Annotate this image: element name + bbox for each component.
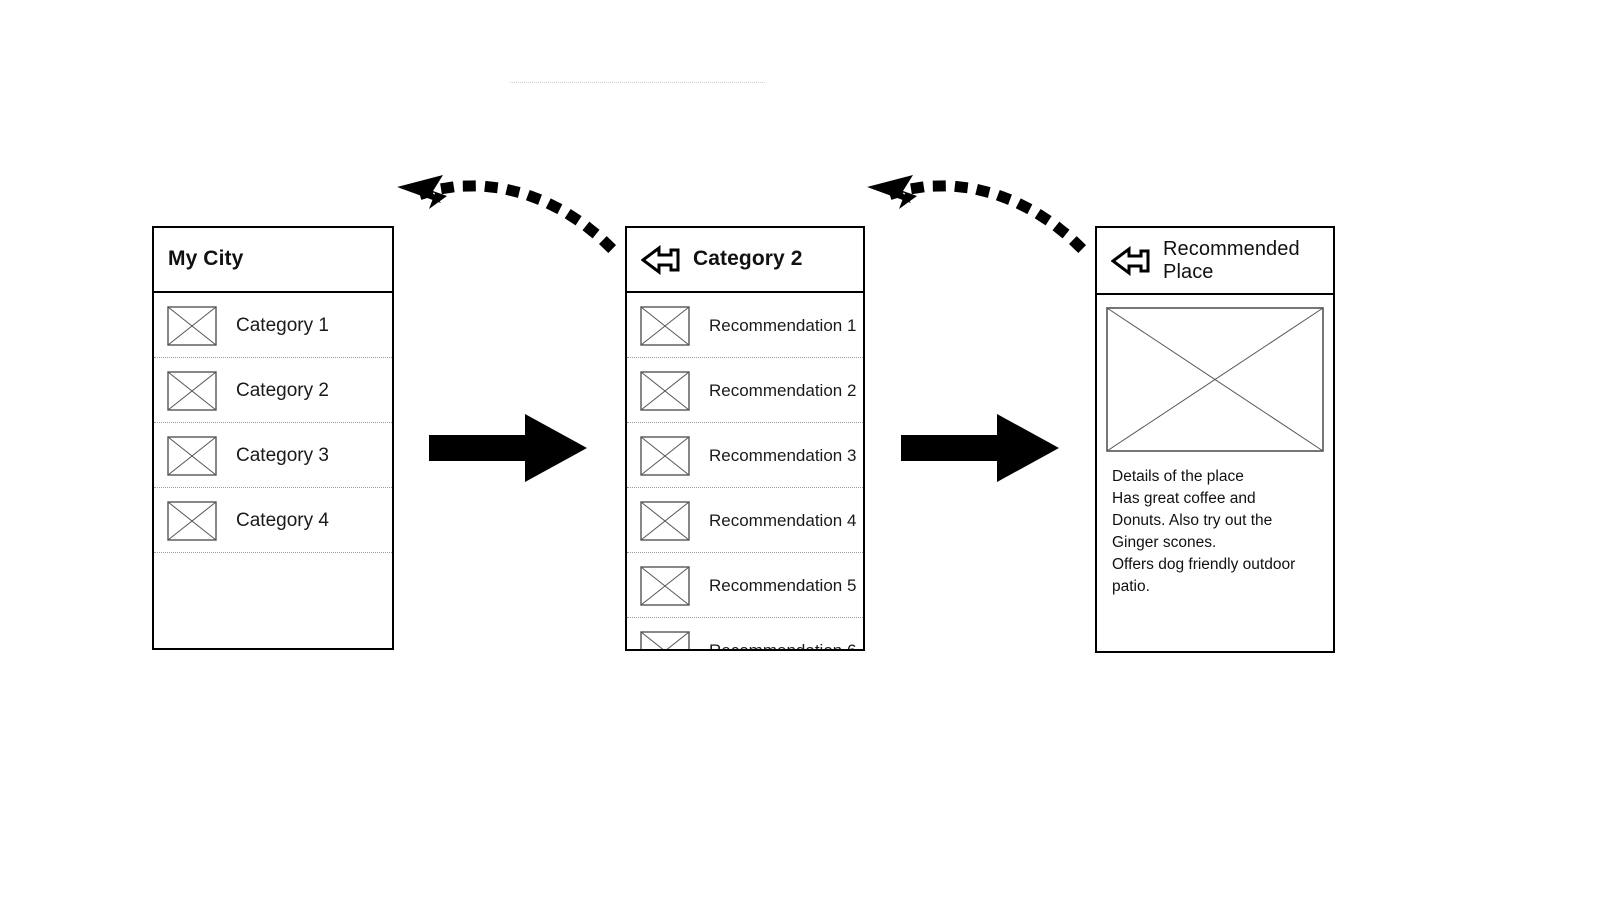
image-placeholder-icon: [640, 435, 690, 476]
list-item[interactable]: Recommendation 2: [627, 358, 863, 423]
list-item[interactable]: Recommendation 1: [627, 293, 863, 358]
list-item[interactable]: Category 3: [154, 423, 392, 488]
list-item[interactable]: Recommendation 6: [627, 618, 863, 651]
detail-line: Ginger scones.: [1112, 534, 1217, 551]
forward-arrow-1: [429, 414, 587, 482]
image-placeholder-icon: [167, 500, 217, 541]
list-item-label: Category 1: [236, 314, 329, 336]
list-item-label: Recommendation 5: [709, 575, 857, 595]
detail-line: Donuts. Also try out the: [1112, 512, 1273, 529]
list-item-label: Recommendation 1: [709, 315, 857, 335]
screen-my-city: My City Category 1 Category 2: [152, 226, 394, 650]
page-title: Category 2: [693, 247, 803, 271]
list-item[interactable]: Recommendation 4: [627, 488, 863, 553]
list-item-label: Recommendation 3: [709, 445, 857, 465]
list-item-label: Recommendation 4: [709, 510, 857, 530]
list-item-label: Category 3: [236, 444, 329, 466]
list-item[interactable]: Recommendation 3: [627, 423, 863, 488]
list-item-label: Recommendation 2: [709, 380, 857, 400]
image-placeholder-icon: [167, 305, 217, 346]
list-item-label: Category 4: [236, 509, 329, 531]
list-item-label: Recommendation 6: [709, 640, 857, 651]
detail-line: Details of the place: [1112, 468, 1244, 485]
image-placeholder-icon: [1106, 307, 1324, 452]
image-placeholder-icon: [640, 500, 690, 541]
page-title: Recommended Place: [1163, 238, 1300, 284]
list-item-label: Category 2: [236, 379, 329, 401]
place-details: Details of the place Has great coffee an…: [1097, 452, 1333, 598]
detail-line: Offers dog friendly outdoor: [1112, 556, 1296, 573]
back-arrow-icon[interactable]: [1111, 245, 1151, 276]
header-my-city: My City: [154, 228, 392, 293]
recommendation-list: Recommendation 1 Recommendation 2 Recomm…: [627, 293, 863, 651]
list-item[interactable]: Category 1: [154, 293, 392, 358]
list-item[interactable]: Category 2: [154, 358, 392, 423]
list-item[interactable]: Category 4: [154, 488, 392, 553]
image-placeholder-icon: [167, 370, 217, 411]
image-placeholder-icon: [640, 370, 690, 411]
detail-line: Has great coffee and: [1112, 490, 1256, 507]
screen-recommended-place: Recommended Place Details of the place H…: [1095, 226, 1335, 653]
detail-line: patio.: [1112, 578, 1150, 595]
forward-arrow-2: [901, 414, 1059, 482]
back-arrow-icon[interactable]: [641, 244, 681, 275]
page-title: My City: [168, 247, 244, 271]
list-item[interactable]: Recommendation 5: [627, 553, 863, 618]
image-placeholder-icon: [640, 565, 690, 606]
header-recommended-place: Recommended Place: [1097, 228, 1333, 295]
back-nav-arrow-2: [867, 175, 1088, 255]
header-category-2: Category 2: [627, 228, 863, 293]
image-placeholder-icon: [640, 630, 690, 649]
category-list: Category 1 Category 2 Category 3: [154, 293, 392, 553]
faint-dotted-rule: [510, 82, 765, 83]
screen-category-2: Category 2 Recommendation 1 Recommendati…: [625, 226, 865, 651]
page-title-line-1: Recommended: [1163, 237, 1300, 260]
page-title-line-2: Place: [1163, 260, 1214, 283]
back-nav-arrow-1: [397, 175, 618, 255]
image-placeholder-icon: [167, 435, 217, 476]
image-placeholder-icon: [640, 305, 690, 346]
